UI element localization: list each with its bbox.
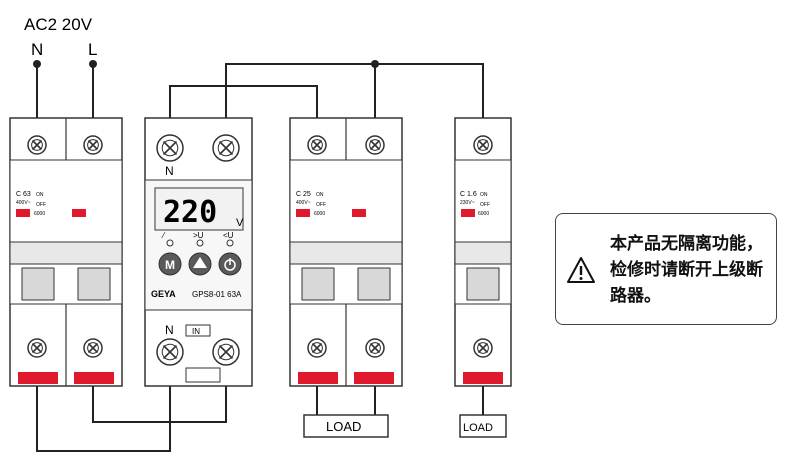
warning-triangle-icon [567, 257, 595, 283]
screw-terminal-icon [83, 135, 103, 155]
indicator-led-2 [196, 239, 204, 247]
indicator-label-1: ⁄ [161, 231, 166, 240]
supply-voltage-label: AC2 20V [24, 15, 93, 34]
load-box-1 [303, 414, 389, 438]
screw-terminal-icon [307, 338, 327, 358]
breaker2-rating: C 25 [296, 191, 311, 198]
breaker1-rating: C 63 [16, 191, 31, 198]
up-arrow-icon [193, 257, 207, 268]
breaker3-on: ON [480, 192, 488, 198]
screw-terminal-icon [83, 338, 103, 358]
voltage-display-frame [154, 187, 244, 231]
breaker-2p-load [289, 117, 403, 387]
breaker3-spec: 230V~ [460, 200, 475, 206]
screw-terminal-icon [365, 135, 385, 155]
screw-terminal-icon [27, 135, 47, 155]
breaker3-off: OFF [480, 202, 490, 208]
terminal-dot-n [33, 60, 41, 68]
wire-bottom-neutral [36, 385, 171, 452]
junction-dots [33, 60, 379, 68]
indicator-label-2: >U [193, 231, 204, 240]
breaker1-on: ON [36, 192, 44, 198]
screw-terminal-icon [473, 338, 493, 358]
screw-terminal-icon [27, 338, 47, 358]
breaker3-spec2: 6000 [478, 211, 489, 217]
terminal-dot-l [89, 60, 97, 68]
indicator-led-1 [166, 239, 174, 247]
screw-terminal-icon [307, 135, 327, 155]
warning-notice-text: 本产品无隔离功能，检修时请断开上级断路器。 [610, 234, 763, 306]
protector-in-label: IN [192, 327, 200, 336]
breaker2-on: ON [316, 192, 324, 198]
screw-terminals [27, 134, 493, 366]
breaker2-off: OFF [316, 202, 326, 208]
brand-label: GEYA [151, 289, 176, 299]
wire-top-line [225, 63, 484, 122]
screw-terminal-icon [473, 135, 493, 155]
screw-terminal-large-icon [156, 338, 184, 366]
screw-terminal-icon [365, 338, 385, 358]
load-label-1: LOAD [326, 419, 361, 434]
supply-line-label: L [88, 40, 97, 59]
breaker1-spec2: 6000 [34, 211, 45, 217]
screw-terminal-large-icon [156, 134, 184, 162]
voltage-display-unit: V [236, 217, 244, 229]
breaker2-spec2: 6000 [314, 211, 325, 217]
button-mode[interactable] [158, 252, 182, 276]
breaker1-off: OFF [36, 202, 46, 208]
screw-terminal-large-icon [212, 134, 240, 162]
load-label-2: LOAD [463, 422, 493, 434]
breaker2-spec: 400V~ [296, 200, 311, 206]
load-box-2 [459, 414, 507, 438]
wire-top-neutral [169, 85, 318, 122]
protector-top-n-label: N [165, 164, 174, 178]
breaker1-spec: 400V~ [16, 200, 31, 206]
indicator-label-3: <U [223, 231, 234, 240]
voltage-display-value: 220 [163, 195, 217, 230]
breaker3-rating: C 1.6 [460, 191, 477, 198]
screw-terminal-large-icon [212, 338, 240, 366]
warning-notice-box: 本产品无隔离功能，检修时请断开上级断路器。 [555, 213, 777, 325]
wires [36, 63, 484, 452]
supply-neutral-label: N [31, 40, 43, 59]
mode-button-label: M [165, 258, 175, 272]
model-label: GPS8-01 63A [192, 290, 242, 299]
indicator-led-3 [226, 239, 234, 247]
protector-bottom-n-label: N [165, 323, 174, 337]
junction-dot-line [371, 60, 379, 68]
wire-bottom-line [92, 385, 227, 423]
breaker-2p-main [9, 117, 123, 387]
